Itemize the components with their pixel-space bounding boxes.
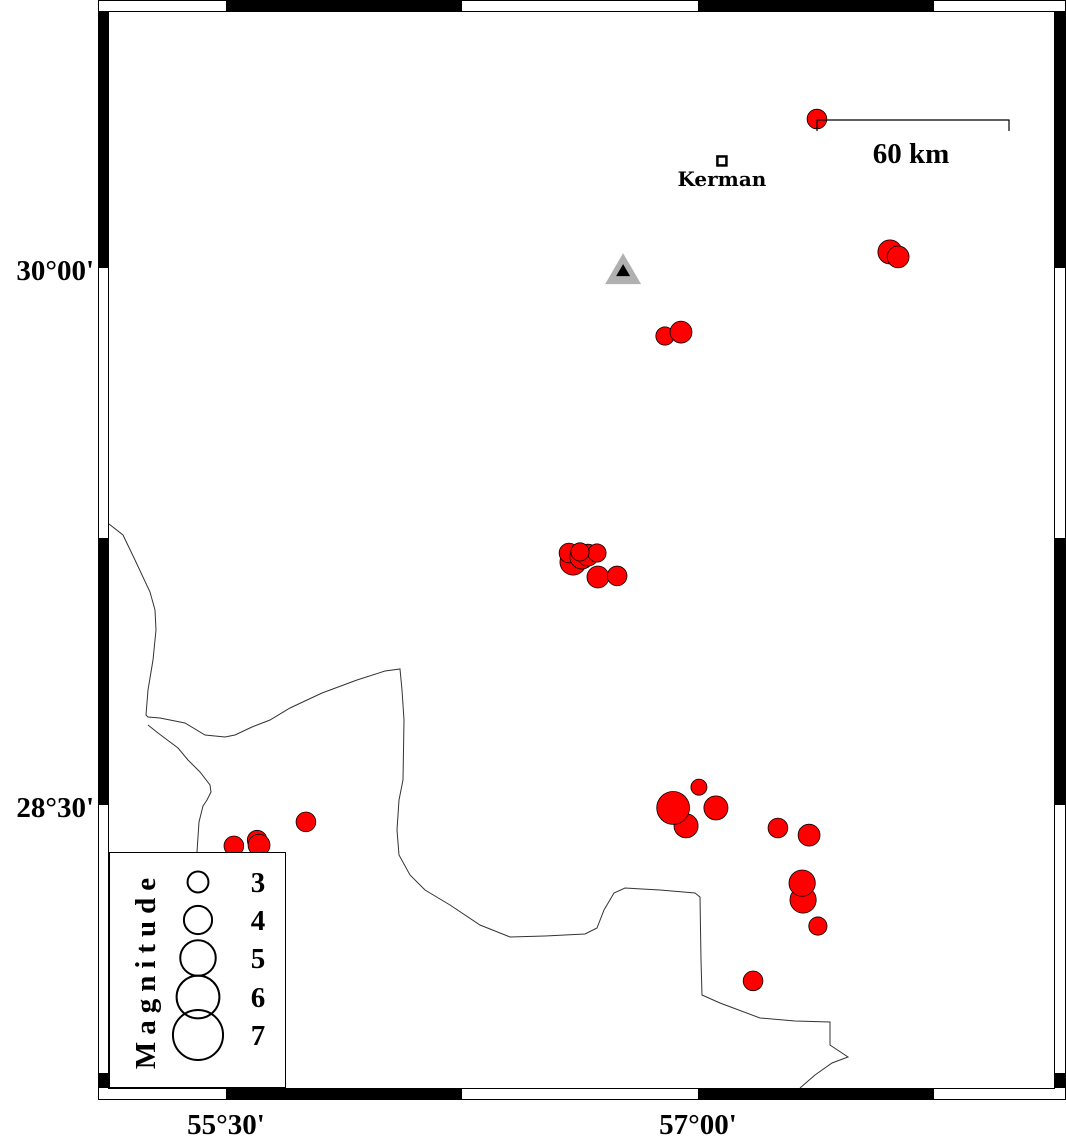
legend-label: 3 bbox=[251, 867, 266, 899]
earthquake-event bbox=[703, 795, 729, 821]
earthquake-event bbox=[295, 811, 317, 833]
city-label: Kerman bbox=[677, 167, 766, 191]
earthquake-events bbox=[223, 108, 910, 992]
scale-bar: 60 km bbox=[816, 119, 1010, 170]
legend-label: 7 bbox=[251, 1020, 266, 1052]
earthquake-event bbox=[570, 542, 590, 562]
city-square-icon bbox=[716, 155, 728, 167]
earthquake-event bbox=[742, 970, 764, 992]
x-tick-label: 55°30' bbox=[187, 1109, 265, 1137]
earthquake-event bbox=[788, 869, 816, 897]
x-tick-label: 57°00' bbox=[659, 1109, 737, 1137]
earthquake-event bbox=[656, 791, 690, 825]
legend-symbol bbox=[171, 1008, 225, 1062]
earthquake-event bbox=[690, 778, 708, 796]
earthquake-event bbox=[669, 320, 693, 344]
earthquake-event bbox=[797, 823, 821, 847]
earthquake-event bbox=[886, 245, 910, 269]
city-marker: Kerman bbox=[677, 155, 767, 191]
y-tick-label: 30°00' bbox=[16, 255, 94, 287]
legend-label: 6 bbox=[251, 982, 266, 1014]
legend-label: 5 bbox=[251, 943, 266, 975]
earthquake-event bbox=[606, 565, 628, 587]
earthquake-event bbox=[808, 916, 828, 936]
coastline bbox=[108, 523, 850, 1089]
legend-label: 4 bbox=[251, 905, 266, 937]
earthquake-event bbox=[587, 543, 607, 563]
legend-title: Magnitude bbox=[130, 871, 162, 1069]
legend-symbol bbox=[175, 974, 221, 1020]
legend-symbol bbox=[186, 870, 210, 894]
magnitude-legend: Magnitude 3 4 5 6 7 bbox=[109, 852, 286, 1088]
earthquake-event bbox=[586, 565, 610, 589]
legend-symbol bbox=[182, 904, 214, 936]
earthquake-event bbox=[767, 817, 789, 839]
scale-bar-label: 60 km bbox=[873, 138, 950, 170]
station-triangle-icon bbox=[605, 253, 642, 285]
y-tick-label: 28°30' bbox=[16, 792, 94, 824]
